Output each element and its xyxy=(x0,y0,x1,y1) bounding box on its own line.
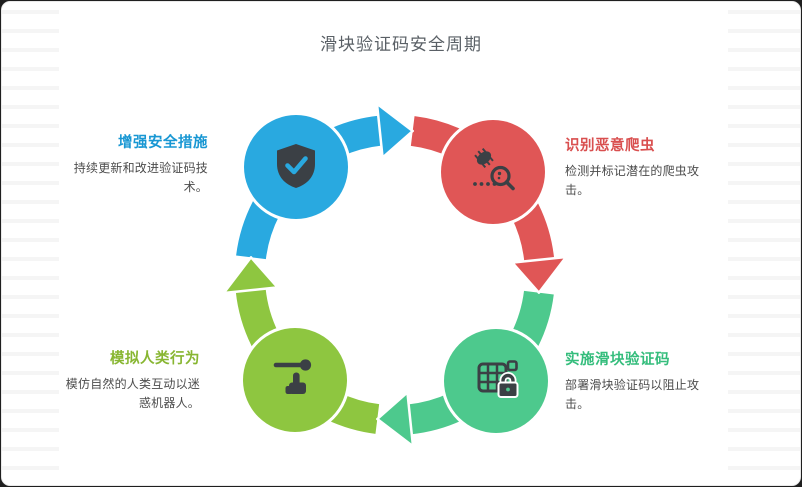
arrowhead-up-icon xyxy=(222,256,279,295)
arrowhead-down-icon xyxy=(511,255,568,294)
captcha-lock-icon xyxy=(472,355,520,408)
slider-hand-icon xyxy=(271,354,319,407)
node-implement-captcha xyxy=(444,329,548,433)
step-heading: 识别恶意爬虫 xyxy=(565,138,655,154)
step-heading: 实施滑块验证码 xyxy=(565,352,670,368)
bug-search-icon xyxy=(469,146,517,199)
step-enhance-security-label: 增强安全措施 持续更新和改进验证码技术。 xyxy=(68,131,208,196)
step-implement-captcha-label: 实施滑块验证码 部署滑块验证码以阻止攻击。 xyxy=(565,348,705,413)
step-description: 模仿自然的人类互动以迷惑机器人。 xyxy=(65,377,200,410)
step-heading: 模拟人类行为 xyxy=(110,351,200,367)
node-identify-crawlers xyxy=(441,120,545,224)
step-simulate-human-label: 模拟人类行为 模仿自然的人类互动以迷惑机器人。 xyxy=(60,347,200,412)
lined-background-left xyxy=(2,2,59,485)
step-description: 检测并标记潜在的爬虫攻击。 xyxy=(565,164,700,197)
arrowhead-right-icon xyxy=(375,102,414,159)
step-description: 持续更新和改进验证码技术。 xyxy=(73,161,208,194)
page-title: 滑块验证码安全周期 xyxy=(320,35,482,54)
arrowhead-left-icon xyxy=(376,391,415,448)
step-description: 部署滑块验证码以阻止攻击。 xyxy=(565,378,700,411)
shield-check-icon xyxy=(272,141,320,194)
step-identify-crawlers-label: 识别恶意爬虫 检测并标记潜在的爬虫攻击。 xyxy=(565,134,705,199)
node-enhance-security xyxy=(244,115,348,219)
node-simulate-human xyxy=(243,328,347,432)
step-heading: 增强安全措施 xyxy=(118,135,208,151)
diagram-card xyxy=(59,2,724,485)
lined-background-right xyxy=(728,2,800,485)
